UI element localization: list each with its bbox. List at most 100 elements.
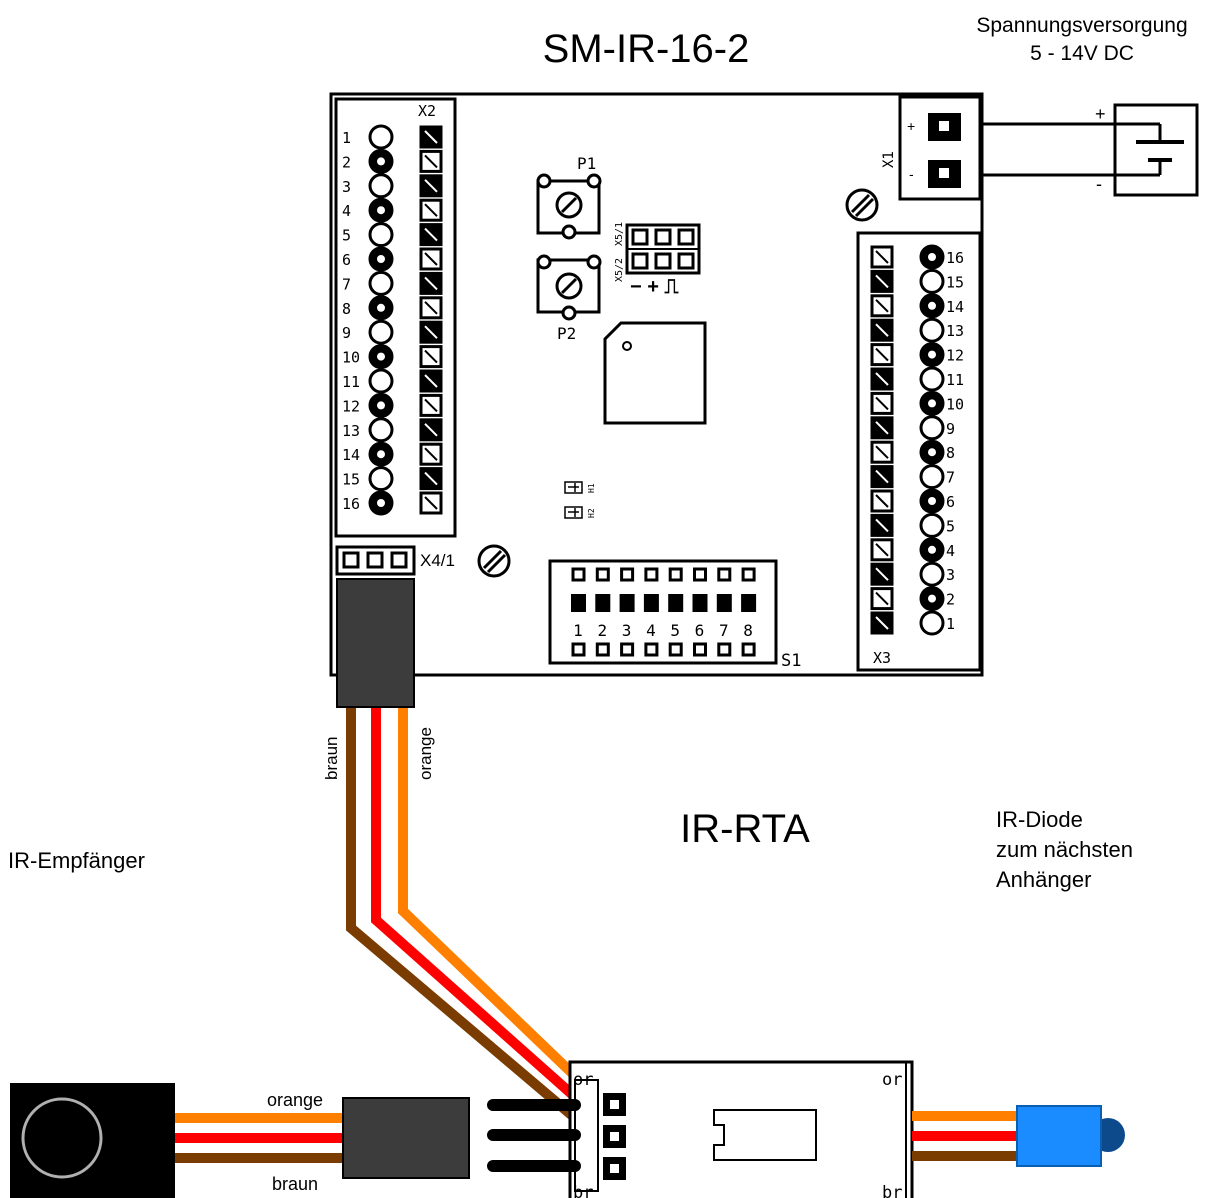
x3-pin-number: 6 [946,493,955,511]
x2-pin-number: 6 [342,251,351,269]
cable-label-orange: orange [416,727,435,780]
x3-pin-number: 2 [946,591,955,609]
s1-switch: 5 [668,567,684,657]
x2-terminal: 9 [342,319,443,345]
x2-terminal: 3 [342,173,443,199]
x2-pin-number: 15 [342,471,360,489]
x3-pin-number: 4 [946,542,955,560]
x5-1-label: X5/1 [614,222,625,246]
s1-switch-number: 1 [573,621,583,640]
x3-pin-number: 13 [946,322,964,340]
mounting-screw-icon [845,188,879,222]
power-plus: + [1095,104,1106,124]
x2-terminal: 13 [342,417,443,443]
led-h1: H1 [564,481,596,494]
x3-pin-number: 8 [946,444,955,462]
x2-pin-number: 3 [342,178,351,196]
s1-switch: 6 [692,567,708,657]
x1-minus: - [909,166,914,182]
x3-terminal: 7 [870,464,955,490]
x3-terminal: 15 [870,268,964,294]
x2-terminal: 12 [342,392,443,418]
x2-terminal: 10 [342,344,443,370]
x2-pin-number: 9 [342,324,351,342]
microcontroller-ic [603,321,707,425]
x2-pin-number: 5 [342,227,351,245]
diode-label-line3: Anhänger [996,867,1091,892]
wire-rot [371,705,579,1101]
x3-pin-number: 15 [946,273,964,291]
x3-terminal: 13 [870,317,964,343]
x5-2-label: X5/2 [614,258,625,282]
s1-switch-number: 8 [743,621,753,640]
x2-terminal: 2 [342,148,443,174]
h1-label: H1 [587,483,596,493]
x2-pin-number: 4 [342,202,351,220]
led-h2: H2 [564,506,596,519]
x3-terminal: 5 [870,512,955,538]
x3-pin-number: 9 [946,420,955,438]
s1-switch-number: 6 [695,621,705,640]
p2-label: P2 [557,324,576,343]
ir-receiver [10,1083,175,1198]
x1-plus: + [907,118,915,134]
x2-terminal: 5 [342,222,443,248]
receiver-label-braun: braun [272,1174,318,1194]
s1-label: S1 [781,651,801,671]
x1-power-terminal: + - X1 [881,95,982,201]
x3-terminal: 14 [870,293,964,319]
cable-label-braun: braun [322,737,341,780]
x4-label: X4/1 [420,551,455,570]
p1-potentiometer: P1 [536,154,602,240]
servo-plug-board [336,578,415,708]
receiver-title: IR-Empfänger [8,848,145,873]
s1-switch: 2 [595,567,611,657]
x2-terminal: 14 [342,441,443,467]
receiver-cable [175,1113,345,1163]
rta-pin-header [487,1099,581,1172]
diode-label-line1: IR-Diode [996,807,1083,832]
s1-switch-number: 7 [719,621,729,640]
x5-jumper-header: X5/1 X5/2 − + ⎍ [614,222,701,298]
x3-terminal: 12 [870,342,964,368]
p1-label: P1 [577,154,596,173]
s1-switch: 7 [716,567,732,657]
x3-pin-number: 1 [946,615,955,633]
x3-terminal: 4 [870,537,955,563]
x2-label: X2 [418,102,436,120]
rta-title: IR-RTA [680,807,810,851]
s1-switch: 3 [619,567,635,657]
x3-terminal: 6 [870,488,955,514]
ir-rta-module: or or br br [568,1060,914,1198]
receiver-plug [342,1097,470,1179]
x3-pin-number: 16 [946,249,964,267]
x3-pin-number: 7 [946,469,955,487]
s1-switch-number: 3 [622,621,632,640]
rta-or-left: or [573,1070,593,1090]
power-label-line2: 5 - 14V DC [1030,42,1134,65]
x3-terminal: 3 [870,561,955,587]
board-title: SM-IR-16-2 [543,27,750,71]
rta-br-left: br [573,1183,593,1198]
x2-pin-number: 1 [342,129,351,147]
x2-terminal: 7 [342,270,443,296]
x2-pin-number: 16 [342,495,360,513]
x2-pin-number: 7 [342,275,351,293]
x4-header: X4/1 [335,545,455,576]
x2-pin-number: 2 [342,153,351,171]
x2-terminal: 4 [342,197,443,223]
x2-terminal: 8 [342,295,443,321]
x3-terminal: 16 [870,244,964,270]
s1-switch: 1 [571,567,586,657]
receiver-label-orange: orange [267,1090,323,1110]
x3-terminal: 1 [870,610,955,636]
p2-potentiometer: P2 [536,254,602,343]
x2-pin-number: 8 [342,300,351,318]
x3-terminal: 10 [870,390,964,416]
s1-switch: 4 [643,567,659,657]
x2-pin-number: 12 [342,397,360,415]
x3-pin-number: 5 [946,517,955,535]
